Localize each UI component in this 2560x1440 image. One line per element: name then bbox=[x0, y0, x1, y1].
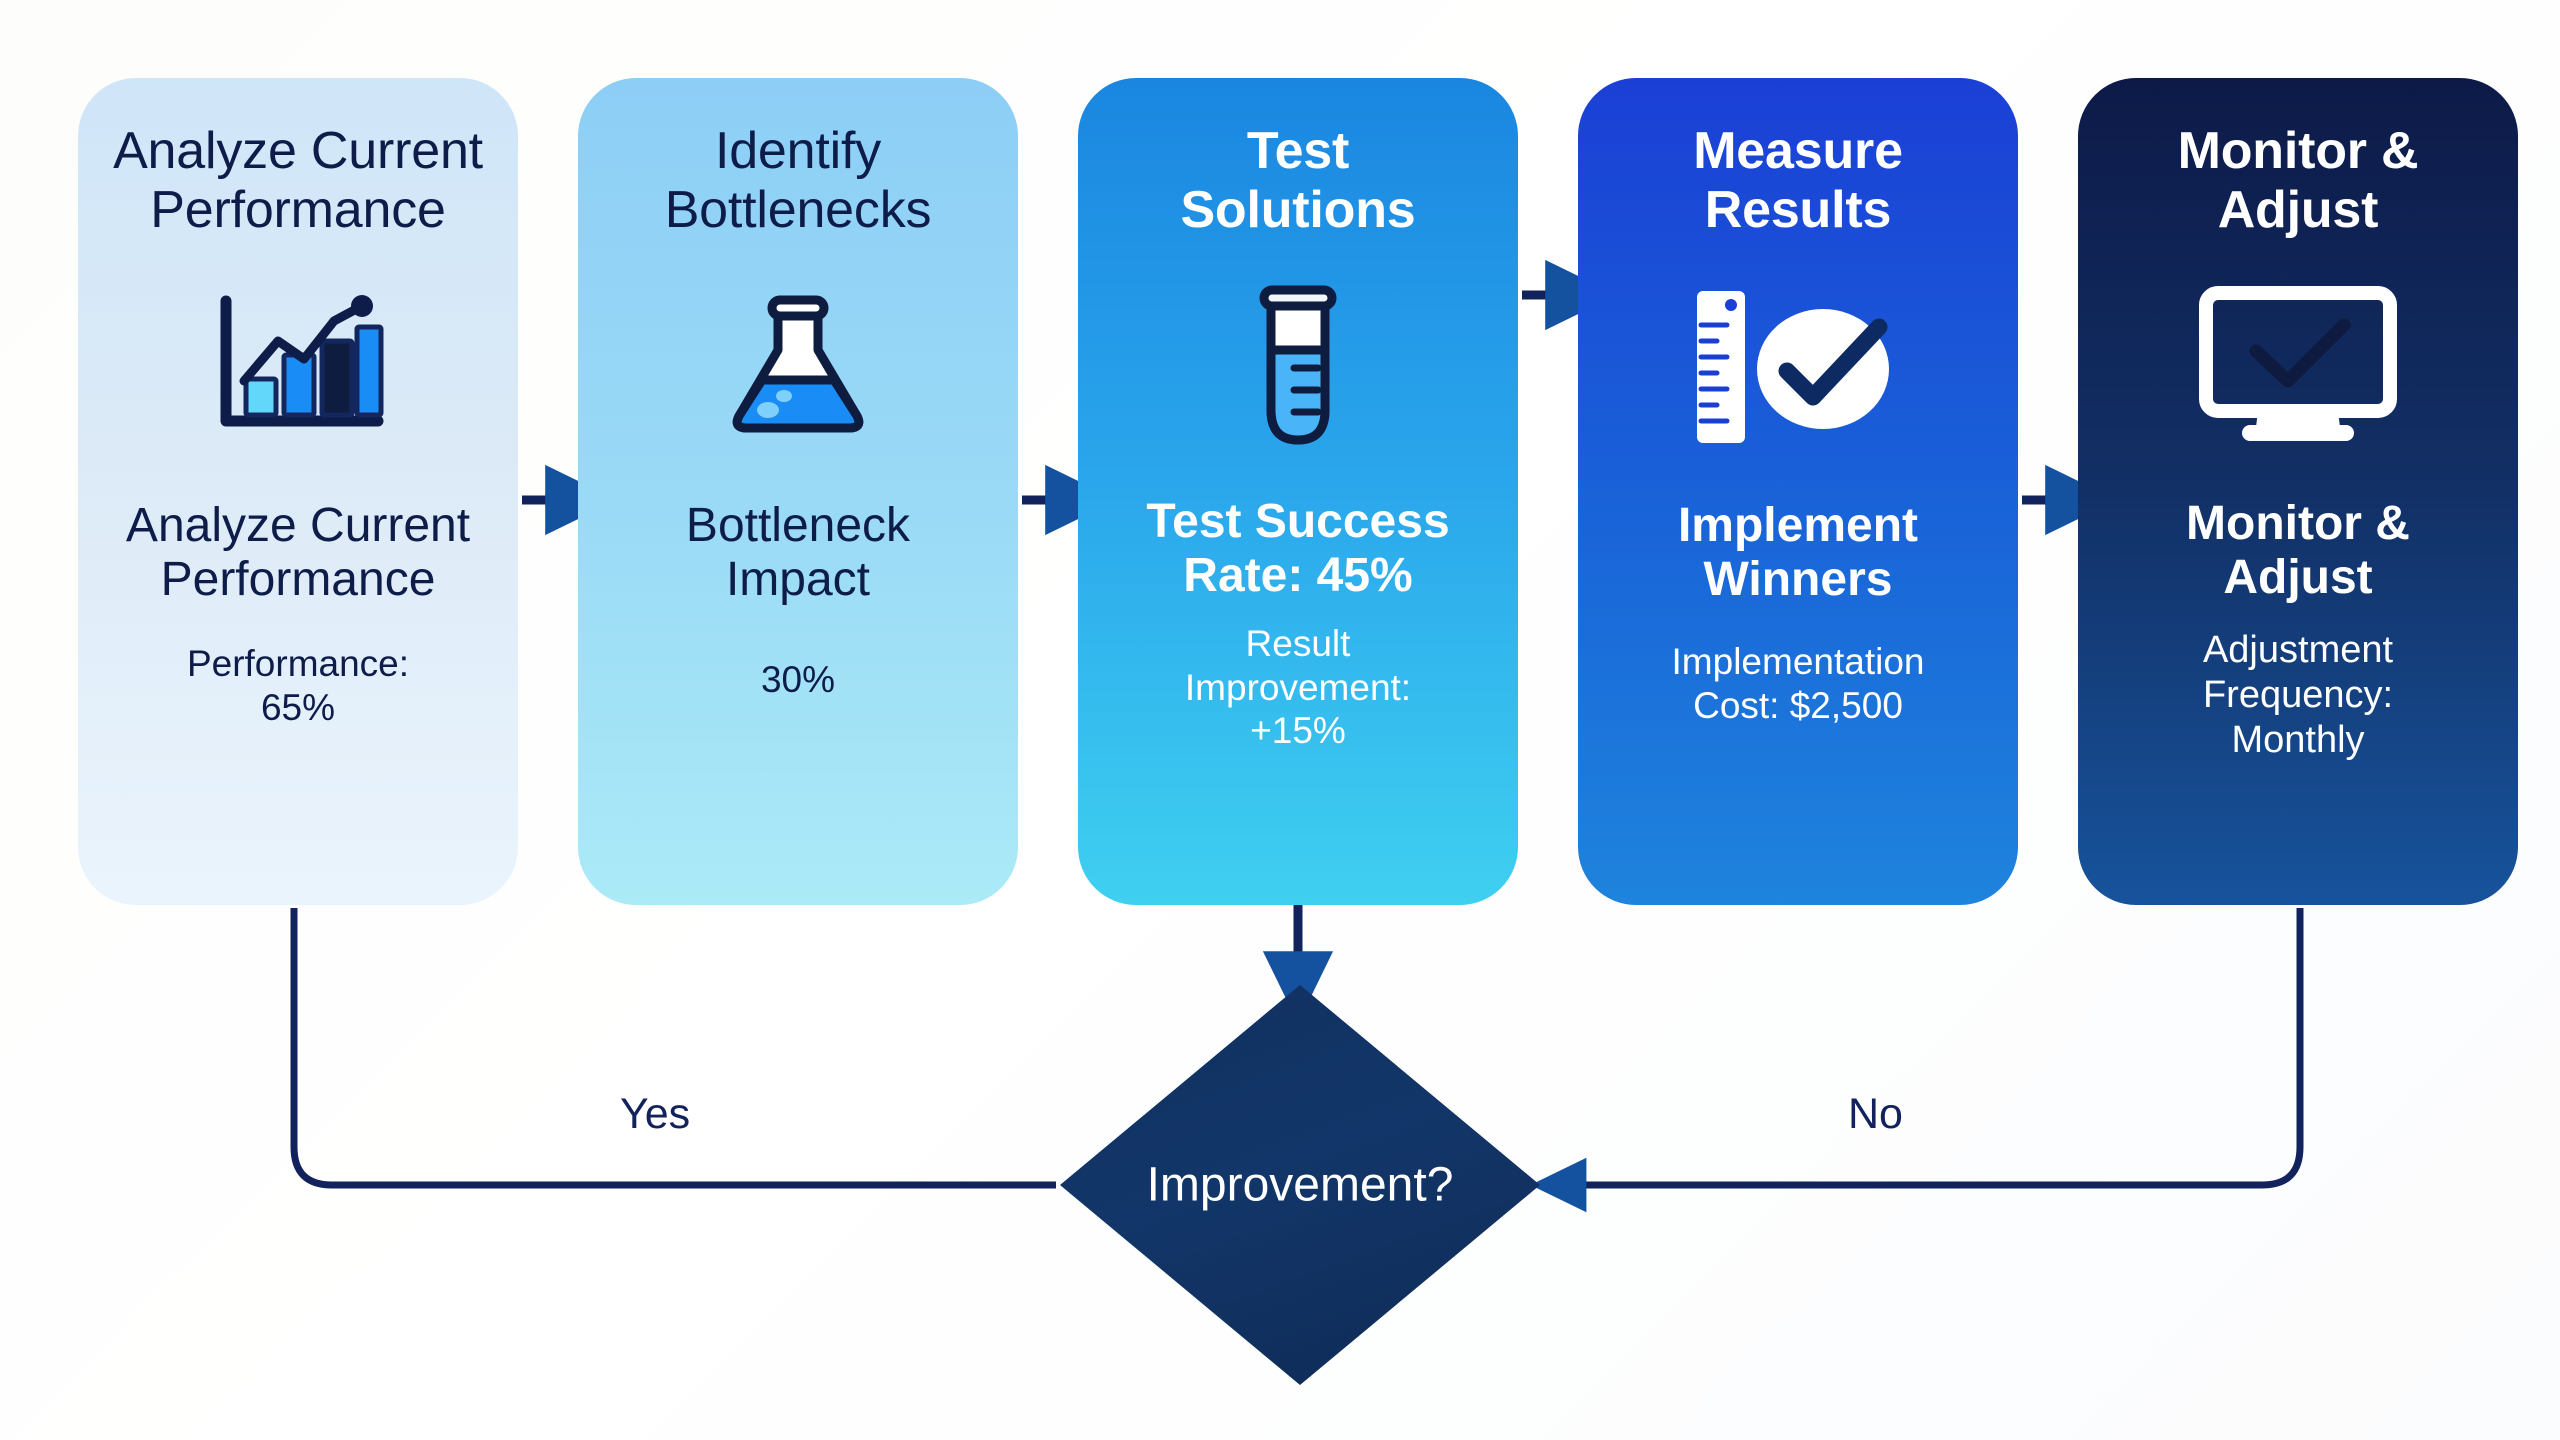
step-card-analyze[interactable]: Analyze Current Performance Analyze Curr… bbox=[78, 78, 518, 905]
step-metric-main: Implement Winners bbox=[1677, 498, 1919, 607]
step-title: Measure Results bbox=[1693, 122, 1903, 240]
decision-node-improvement[interactable]: Improvement? bbox=[1060, 985, 1540, 1385]
step-title: Monitor & Adjust bbox=[2177, 122, 2419, 240]
step-title: Identify Bottlenecks bbox=[664, 122, 932, 240]
monitor-check-icon bbox=[2198, 275, 2398, 461]
feedback-path-no bbox=[1530, 908, 2304, 1213]
ruler-and-check-circle-icon bbox=[1683, 275, 1913, 461]
step-metric-main: Analyze Current Performance bbox=[125, 498, 471, 607]
bar-chart-trend-icon bbox=[210, 275, 386, 461]
step-metric-sub: Implementation Cost: $2,500 bbox=[1671, 640, 1925, 726]
test-tube-icon bbox=[1238, 275, 1358, 461]
step-metric-sub: Adjustment Frequency: Monthly bbox=[2202, 628, 2394, 761]
decision-label: Improvement? bbox=[1146, 1158, 1454, 1212]
step-metric-sub: 30% bbox=[760, 658, 836, 700]
step-metric-sub: Performance: 65% bbox=[186, 642, 410, 728]
step-metric-main: Monitor & Adjust bbox=[2186, 496, 2410, 605]
step-metric-main: Bottleneck Impact bbox=[685, 498, 911, 607]
step-title: Test Solutions bbox=[1180, 122, 1416, 240]
feedback-path-yes bbox=[290, 908, 1056, 1189]
step-card-monitor[interactable]: Monitor & Adjust Monitor & Adjust Adjust… bbox=[2078, 78, 2518, 905]
step-metric-sub: Result Improvement: +15% bbox=[1184, 622, 1412, 752]
step-metric-main: Test Success Rate: 45% bbox=[1146, 494, 1450, 603]
step-card-bottlenecks[interactable]: Identify Bottlenecks Bottleneck Impact 3… bbox=[578, 78, 1018, 905]
flask-icon bbox=[718, 275, 878, 461]
step-card-test[interactable]: Test Solutions Test Success Rate: 45% Re… bbox=[1078, 78, 1518, 905]
step-title: Analyze Current Performance bbox=[113, 122, 483, 240]
branch-label-yes: Yes bbox=[620, 1090, 691, 1138]
branch-label-no: No bbox=[1848, 1090, 1903, 1138]
step-card-measure[interactable]: Measure Results Implement Winners Imp bbox=[1578, 78, 2018, 905]
